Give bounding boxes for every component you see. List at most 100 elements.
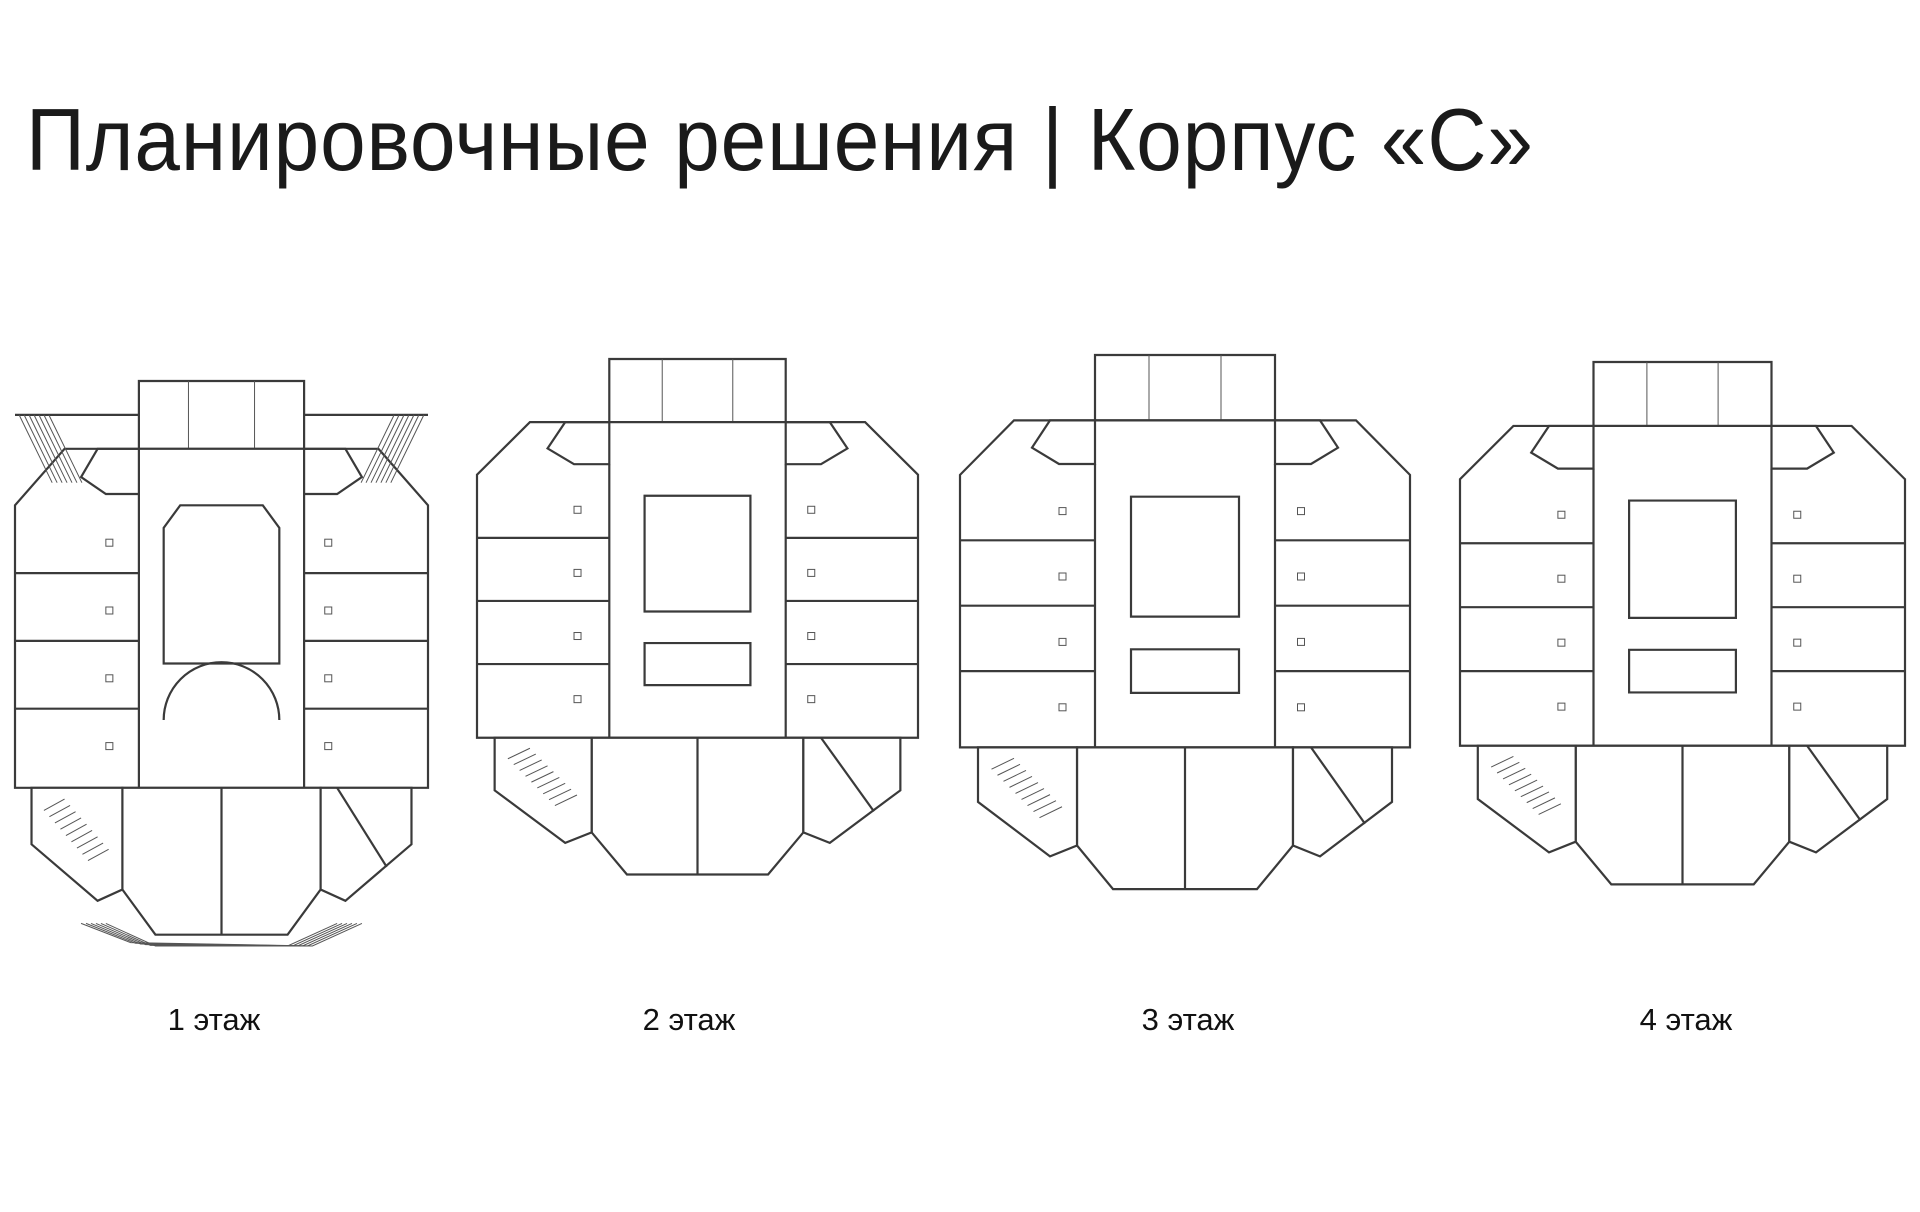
stair-step <box>519 759 542 771</box>
stair-step <box>542 782 566 795</box>
column-icon <box>1297 507 1305 516</box>
column-icon <box>324 538 333 547</box>
column-icon <box>1557 510 1566 519</box>
slide-title: Планировочные решения | Корпус «С» <box>26 90 1534 189</box>
stair-step <box>1003 769 1027 782</box>
column-icon <box>1793 510 1802 519</box>
floor-plan-2[interactable] <box>475 357 920 876</box>
stair-step <box>65 823 87 836</box>
stair-step <box>43 798 65 811</box>
side-wing <box>1291 746 1394 858</box>
stair-step <box>1532 797 1556 809</box>
stair-step <box>76 836 98 849</box>
column-icon <box>1058 507 1067 516</box>
stair-step <box>54 811 76 824</box>
column-icon <box>1557 638 1566 647</box>
terrace-step <box>360 414 395 483</box>
annex-wall <box>608 357 787 424</box>
column-icon <box>324 742 333 751</box>
column-icon <box>1297 703 1305 712</box>
column-icon <box>1058 572 1067 581</box>
stair-step <box>513 753 537 766</box>
column-icon <box>1297 637 1305 646</box>
stair-step <box>1021 788 1045 800</box>
floor-label-4: 4 этаж <box>1639 1002 1733 1037</box>
service-block <box>1273 419 1340 466</box>
stair-step <box>1039 806 1063 819</box>
stair-step <box>87 848 109 862</box>
stair-wing <box>493 736 593 845</box>
service-block <box>1770 424 1836 470</box>
column-icon <box>324 674 333 683</box>
terrace-step <box>390 414 425 483</box>
column-icon <box>1793 702 1802 711</box>
stair-step <box>1027 794 1051 806</box>
service-block <box>546 421 611 466</box>
column-icon <box>573 695 582 704</box>
column-icon <box>1557 574 1566 583</box>
terrace-step <box>380 414 415 483</box>
column-icon <box>1793 574 1802 583</box>
column-icon <box>105 742 114 751</box>
terrace-step <box>370 414 405 483</box>
service-block <box>1529 424 1595 470</box>
central-room <box>1129 648 1241 695</box>
annex-wall <box>137 379 306 450</box>
floor-plan-3[interactable] <box>958 353 1412 891</box>
stair-step <box>1502 767 1526 780</box>
stair-step <box>1009 776 1033 788</box>
terrace-step <box>48 414 83 483</box>
stair-step <box>991 757 1015 770</box>
terrace-step <box>43 414 78 483</box>
annex-wall <box>1592 360 1773 428</box>
annex-wall <box>1093 353 1277 422</box>
column-icon <box>1297 572 1305 581</box>
column-icon <box>1058 703 1067 712</box>
stair-wing <box>976 746 1079 858</box>
stair-step <box>60 817 82 830</box>
entrance-step <box>80 922 363 947</box>
stair-step <box>1514 779 1538 792</box>
building-outline <box>475 421 920 739</box>
column-icon <box>105 674 114 683</box>
room-wall <box>820 737 875 813</box>
stair-wing <box>30 786 124 903</box>
floor-label-2: 2 этаж <box>642 1002 736 1037</box>
service-block <box>784 421 849 466</box>
side-wing <box>802 736 902 845</box>
stair-step <box>1033 800 1057 813</box>
room-wall <box>336 787 388 868</box>
stair-step <box>548 788 572 801</box>
stair-step <box>1496 761 1520 774</box>
column-icon <box>807 505 816 514</box>
service-block <box>79 447 140 496</box>
floor-label-3: 3 этаж <box>1141 1002 1235 1037</box>
column-icon <box>105 606 114 615</box>
column-icon <box>105 538 114 547</box>
terrace-step <box>375 414 410 483</box>
floor-plan-4[interactable] <box>1458 360 1907 886</box>
terrace-step <box>18 414 53 483</box>
floor-label-1: 1 этаж <box>167 1002 261 1037</box>
column-icon <box>1793 638 1802 647</box>
side-wing <box>1788 744 1889 854</box>
stair-step <box>525 765 548 777</box>
terrace-step <box>28 414 63 483</box>
terrace-step <box>385 414 420 483</box>
central-hall <box>1129 495 1241 618</box>
terrace-step <box>33 414 68 483</box>
building-outline <box>13 447 430 789</box>
column-icon <box>807 695 816 704</box>
building-outline <box>1458 424 1907 747</box>
stair-step <box>82 842 104 855</box>
column-icon <box>1557 702 1566 711</box>
stair-step <box>507 747 531 760</box>
room-wall <box>1310 746 1366 825</box>
column-icon <box>573 568 582 577</box>
column-icon <box>324 606 333 615</box>
terrace-step <box>365 414 400 483</box>
building-outline <box>958 419 1412 749</box>
floor-plan-1[interactable] <box>13 379 430 947</box>
column-icon <box>807 568 816 577</box>
